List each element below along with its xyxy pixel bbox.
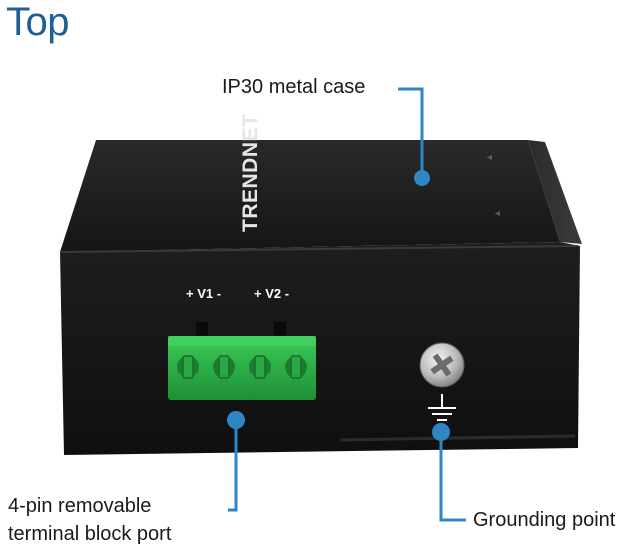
ground-symbol-icon — [428, 394, 456, 421]
device-front-face — [60, 242, 580, 455]
terminal-label-v1: + V1 - — [186, 286, 221, 301]
callout-dot-terminal — [227, 411, 245, 429]
device-side-rail — [528, 140, 582, 244]
callout-grounding-point: Grounding point — [473, 509, 616, 531]
callout-metal-case: IP30 metal case — [222, 76, 366, 98]
brand-logo: TRENDNET — [239, 114, 262, 232]
callout-line-case — [398, 87, 424, 178]
svg-text:▲: ▲ — [492, 209, 502, 218]
callout-dot-case — [414, 170, 430, 186]
callout-dot-ground — [432, 423, 450, 441]
svg-text:▲: ▲ — [484, 153, 494, 162]
grounding-screw — [419, 342, 465, 388]
terminal-label-v2: + V2 - — [254, 286, 289, 301]
callout-line-ground — [439, 432, 466, 522]
page-title: Top — [6, 0, 70, 44]
terminal-block-connector — [168, 322, 316, 400]
callout-terminal-line2: terminal block port — [8, 523, 172, 545]
callout-terminal-line1: 4-pin removable — [8, 495, 152, 517]
callout-terminal-block: 4-pin removable terminal block port — [8, 492, 238, 548]
device-top-face — [60, 140, 560, 252]
callout-line-terminal — [228, 420, 238, 512]
